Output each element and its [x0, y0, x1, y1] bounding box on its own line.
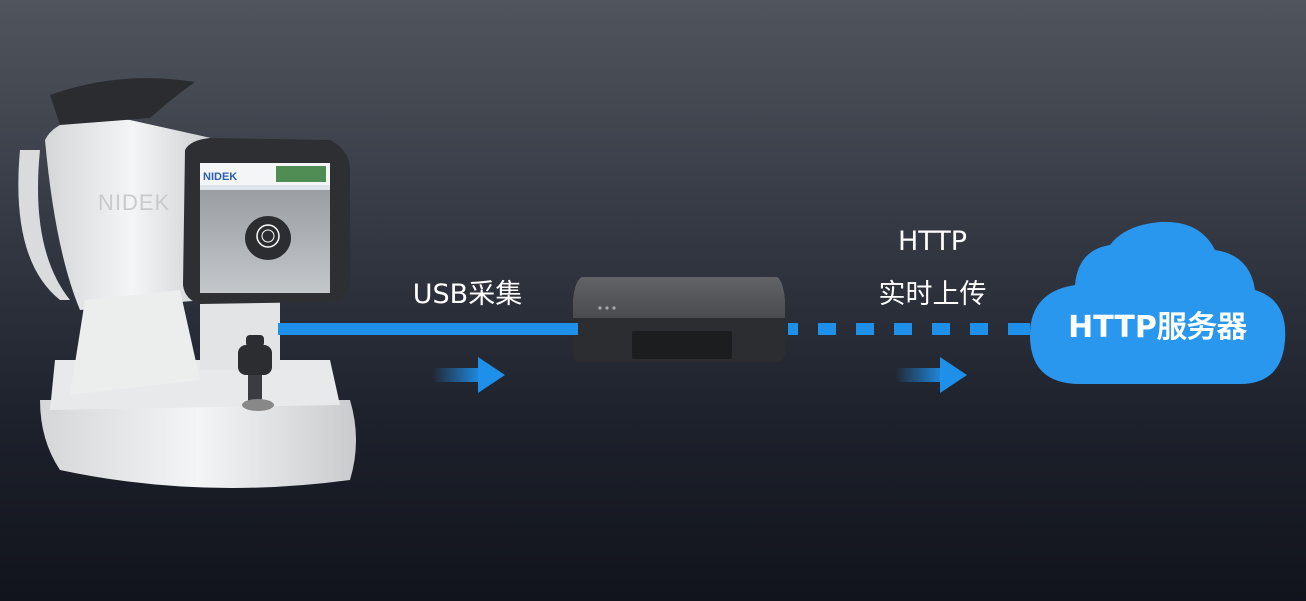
- http-protocol-label: HTTP: [897, 226, 968, 257]
- http-dash: [1008, 323, 1030, 335]
- http-direction-arrow: [895, 357, 967, 393]
- usb-direction-arrow: [432, 357, 505, 393]
- http-server-label: HTTP服务器: [1068, 310, 1247, 345]
- http-dash: [788, 323, 798, 335]
- usb-capture-label: USB采集: [412, 279, 523, 310]
- http-dash: [932, 323, 950, 335]
- cloud-icon: [1030, 221, 1286, 384]
- realtime-upload-label: 实时上传: [878, 279, 987, 310]
- http-dash: [856, 323, 874, 335]
- autorefractor-device: NIDEK NIDEK: [18, 78, 356, 488]
- device-logo: NIDEK: [98, 190, 170, 215]
- usb-connection-line: [278, 323, 578, 335]
- http-dash: [894, 323, 912, 335]
- screen-logo: NIDEK: [203, 171, 237, 183]
- gateway-box: [573, 277, 785, 362]
- http-dash: [818, 323, 836, 335]
- http-dash: [970, 323, 988, 335]
